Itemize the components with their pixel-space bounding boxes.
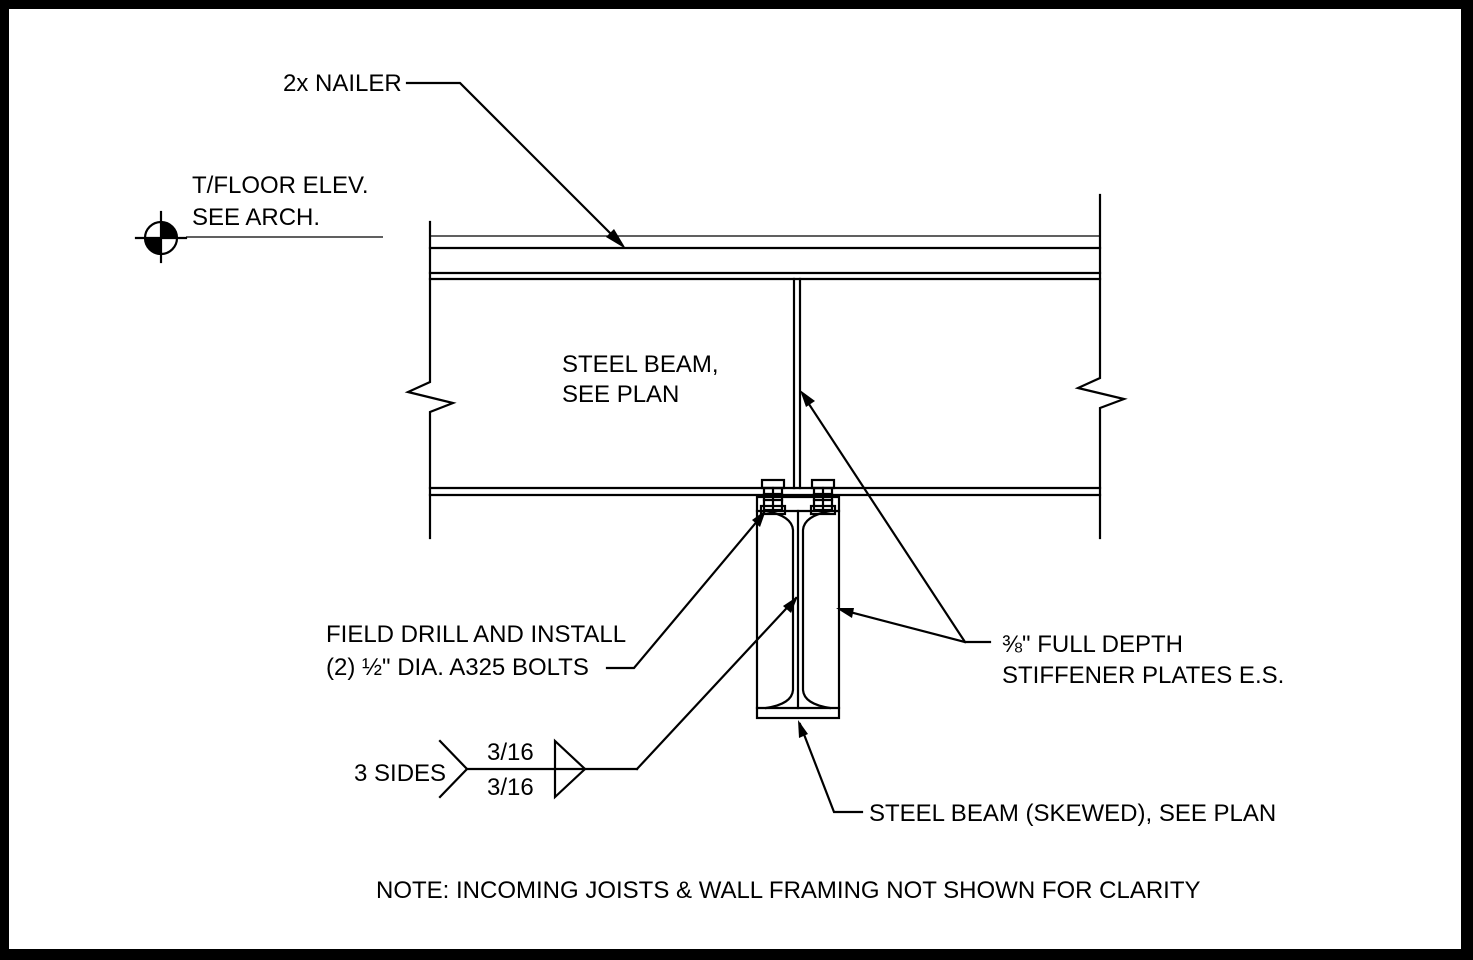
stiffener-label-1: ⅜" FULL DEPTH [1002,631,1183,658]
skewed-beam-label: STEEL BEAM (SKEWED), SEE PLAN [869,800,1276,827]
nailer-label: 2x NAILER [283,70,402,97]
beam-label-1: STEEL BEAM, [562,351,719,378]
bolt-right-icon [809,478,837,516]
bolt-left-icon [759,478,787,516]
weld-symbol [438,596,798,800]
left-break-line [404,220,457,540]
stiffener-leader [800,390,992,644]
weld-size-top: 3/16 [487,739,534,766]
nailer-leader [405,81,626,249]
bolts-label-2: (2) ½" DIA. A325 BOLTS [326,654,589,681]
right-break-line [1074,193,1128,540]
elevation-target-icon [134,210,188,264]
stiffener-label-2: STIFFENER PLATES E.S. [1002,662,1284,689]
beam-label-2: SEE PLAN [562,381,679,408]
weld-size-bottom: 3/16 [487,774,534,801]
floor-elev-label-2: SEE ARCH. [192,204,320,231]
weld-sides-label: 3 SIDES [354,760,446,787]
bolts-label-1: FIELD DRILL AND INSTALL [326,621,626,648]
skewed-beam-leader [798,720,864,814]
floor-elev-label-1: T/FLOOR ELEV. [192,172,369,199]
drawing-note: NOTE: INCOMING JOISTS & WALL FRAMING NOT… [376,877,1201,904]
bolts-leader [605,510,766,670]
